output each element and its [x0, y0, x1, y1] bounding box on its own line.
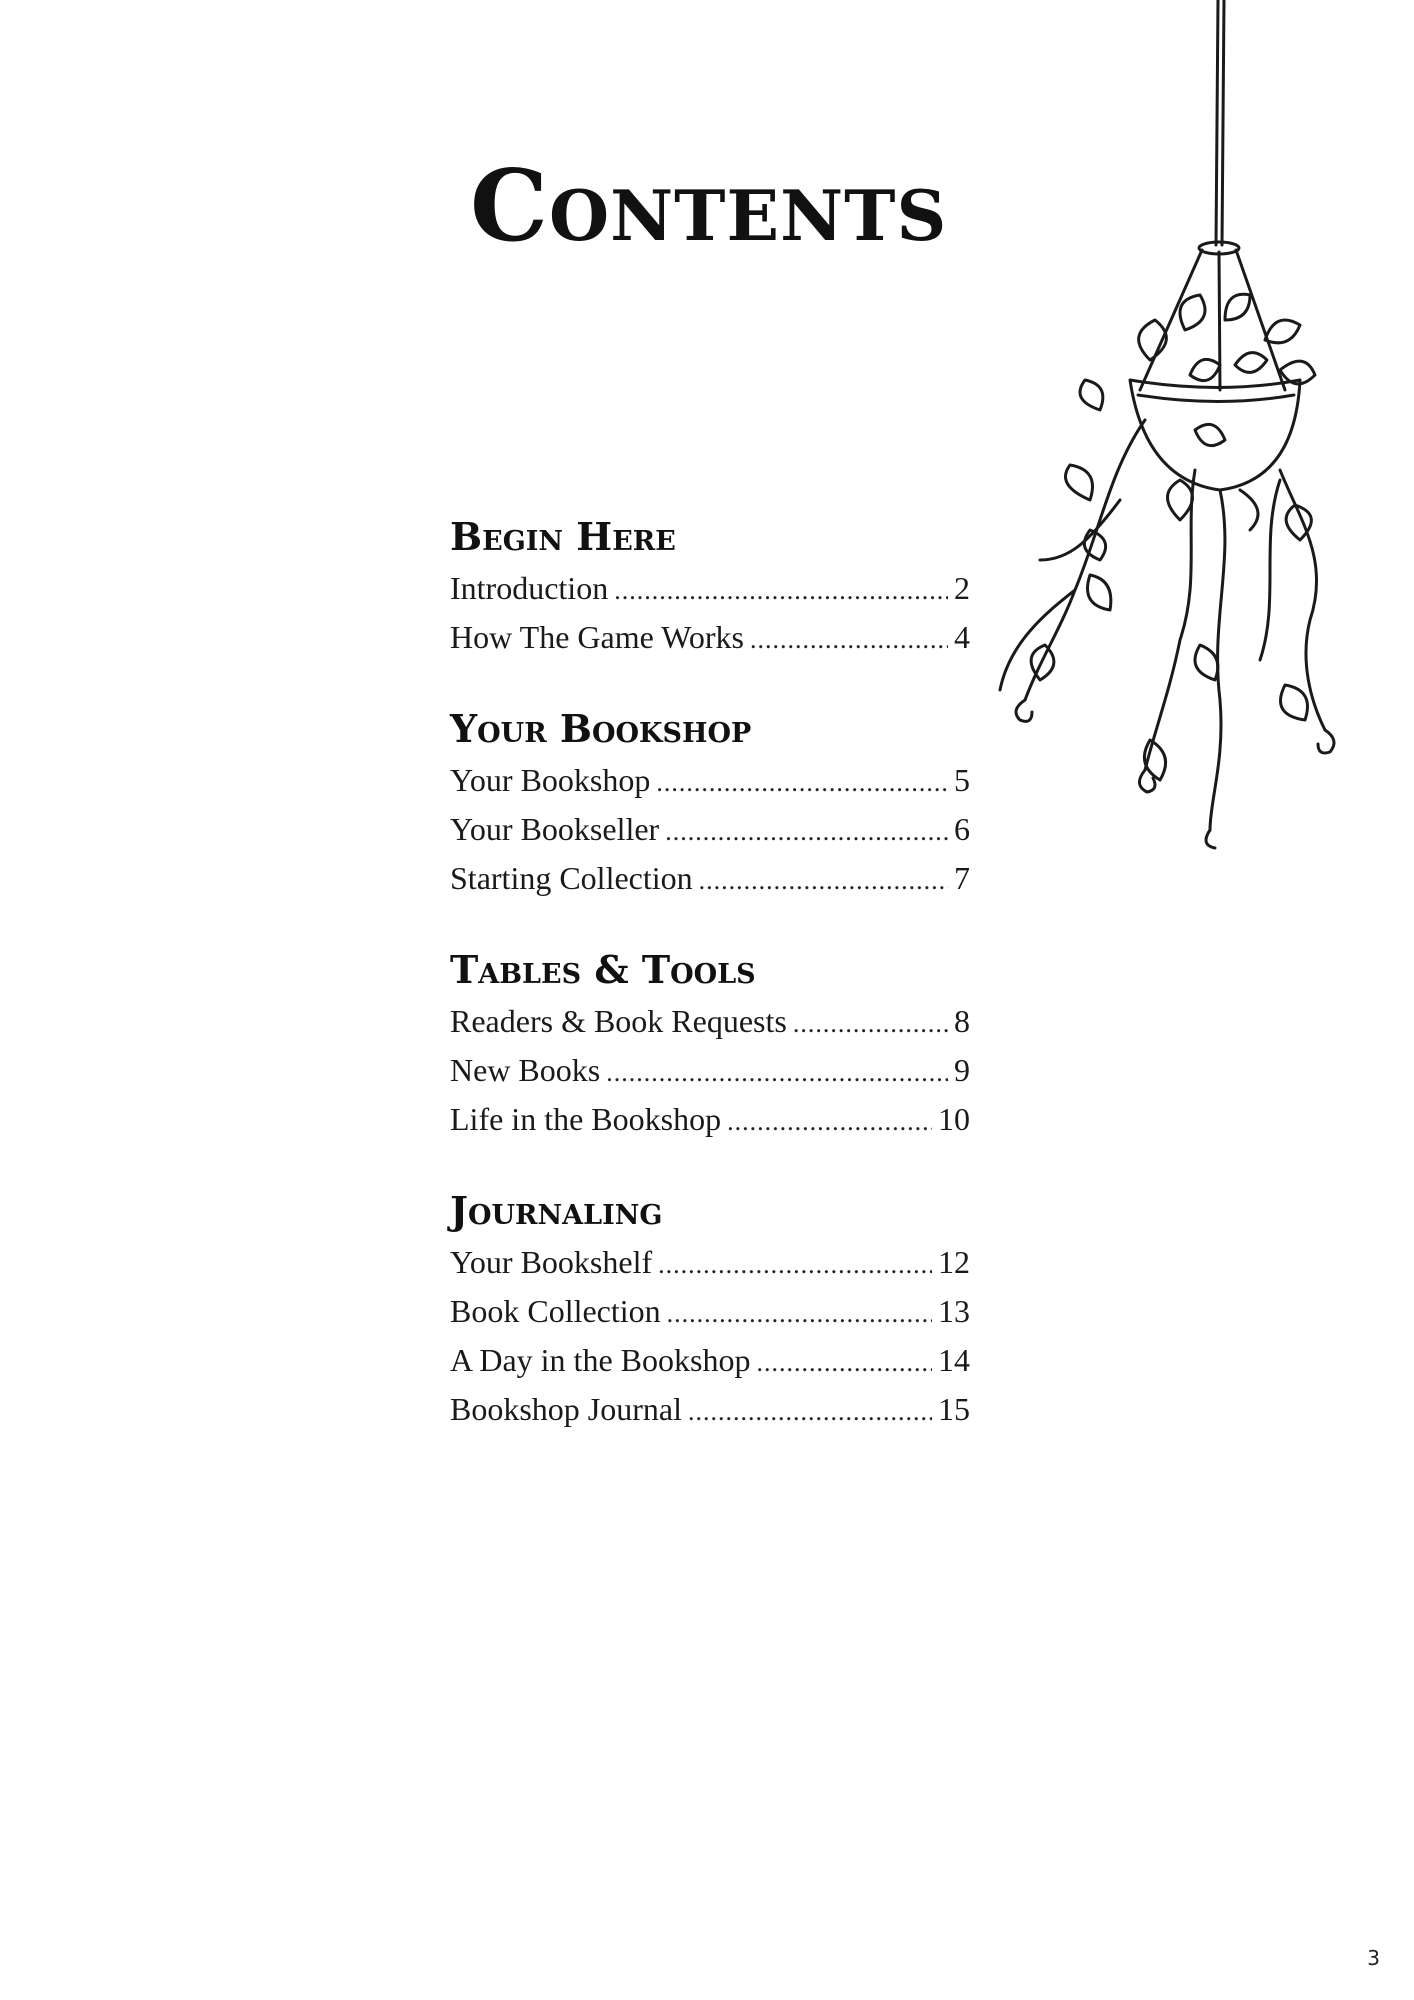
toc-entry[interactable]: Your Bookshop 5: [450, 757, 970, 806]
entry-label: A Day in the Bookshop: [450, 1342, 751, 1378]
plant-pot-icon: [1128, 378, 1302, 492]
section-heading: Your Bookshop: [450, 706, 752, 751]
toc-entry[interactable]: Bookshop Journal 15: [450, 1386, 970, 1435]
entry-page-number: 7: [954, 860, 970, 896]
entry-page-number: 4: [954, 619, 970, 655]
toc-entry[interactable]: Book Collection 13: [450, 1288, 970, 1337]
entry-label: Book Collection: [450, 1293, 661, 1329]
foliage-icon: [1078, 292, 1317, 448]
table-of-contents: Begin Here Introduction 2 How The Game W…: [450, 515, 970, 1479]
page-title: Contents: [470, 149, 948, 264]
toc-entry[interactable]: Life in the Bookshop 10: [450, 1096, 970, 1145]
entry-page-number: 14: [938, 1342, 970, 1378]
dot-leader: [688, 1389, 932, 1435]
dot-leader: [665, 809, 948, 855]
entry-label: Your Bookshop: [450, 762, 651, 798]
vine-leaf-icon: [1029, 463, 1313, 782]
toc-entry[interactable]: Starting Collection 7: [450, 855, 970, 904]
hanger-string-icon: [1234, 248, 1287, 392]
dot-leader: [699, 858, 948, 904]
entry-page-number: 13: [938, 1293, 970, 1329]
dot-leader: [614, 568, 948, 614]
toc-section-begin-here: Begin Here Introduction 2 How The Game W…: [450, 515, 970, 663]
dot-leader: [667, 1291, 932, 1337]
entry-label: Bookshop Journal: [450, 1391, 682, 1427]
entry-label: Introduction: [450, 570, 609, 606]
entry-label: Your Bookseller: [450, 811, 660, 847]
toc-entry[interactable]: Your Bookseller 6: [450, 806, 970, 855]
toc-entry[interactable]: Introduction 2: [450, 565, 970, 614]
section-heading: Tables & Tools: [450, 947, 756, 992]
entry-label: Life in the Bookshop: [450, 1101, 722, 1137]
dot-leader: [727, 1099, 932, 1145]
page-number: 3: [1367, 1946, 1380, 1970]
entry-page-number: 8: [954, 1003, 970, 1039]
pot-rim-icon: [1136, 393, 1296, 403]
entry-page-number: 10: [938, 1101, 970, 1137]
entry-page-number: 6: [954, 811, 970, 847]
entry-page-number: 9: [954, 1052, 970, 1088]
toc-entry[interactable]: Your Bookshelf 12: [450, 1239, 970, 1288]
entry-page-number: 2: [954, 570, 970, 606]
toc-entry[interactable]: New Books 9: [450, 1047, 970, 1096]
toc-entry[interactable]: How The Game Works 4: [450, 614, 970, 663]
hanger-cord-icon: [1214, 0, 1220, 247]
toc-entry[interactable]: Readers & Book Requests 8: [450, 998, 970, 1047]
vine-curl-icon: [1014, 488, 1336, 850]
hanger-cord-icon: [1220, 0, 1226, 247]
toc-section-tables-tools: Tables & Tools Readers & Book Requests 8…: [450, 948, 970, 1145]
toc-entry[interactable]: A Day in the Bookshop 14: [450, 1337, 970, 1386]
dot-leader: [658, 1242, 932, 1288]
entry-label: New Books: [450, 1052, 601, 1088]
hanging-plant-icon: [998, 0, 1336, 850]
dot-leader: [756, 1340, 932, 1386]
entry-label: How The Game Works: [450, 619, 744, 655]
section-heading: Begin Here: [450, 514, 676, 559]
section-heading: Journaling: [450, 1188, 663, 1233]
dot-leader: [606, 1050, 948, 1096]
entry-page-number: 5: [954, 762, 970, 798]
entry-label: Readers & Book Requests: [450, 1003, 787, 1039]
trailing-vine-icon: [998, 418, 1327, 832]
dot-leader: [656, 760, 948, 806]
entry-label: Starting Collection: [450, 860, 693, 896]
toc-section-journaling: Journaling Your Bookshelf 12 Book Collec…: [450, 1189, 970, 1435]
dot-leader: [750, 617, 948, 663]
toc-section-your-bookshop: Your Bookshop Your Bookshop 5 Your Books…: [450, 707, 970, 904]
entry-page-number: 12: [938, 1244, 970, 1280]
hanger-string-icon: [1138, 248, 1204, 392]
dot-leader: [793, 1001, 948, 1047]
entry-label: Your Bookshelf: [450, 1244, 653, 1280]
entry-page-number: 15: [938, 1391, 970, 1427]
